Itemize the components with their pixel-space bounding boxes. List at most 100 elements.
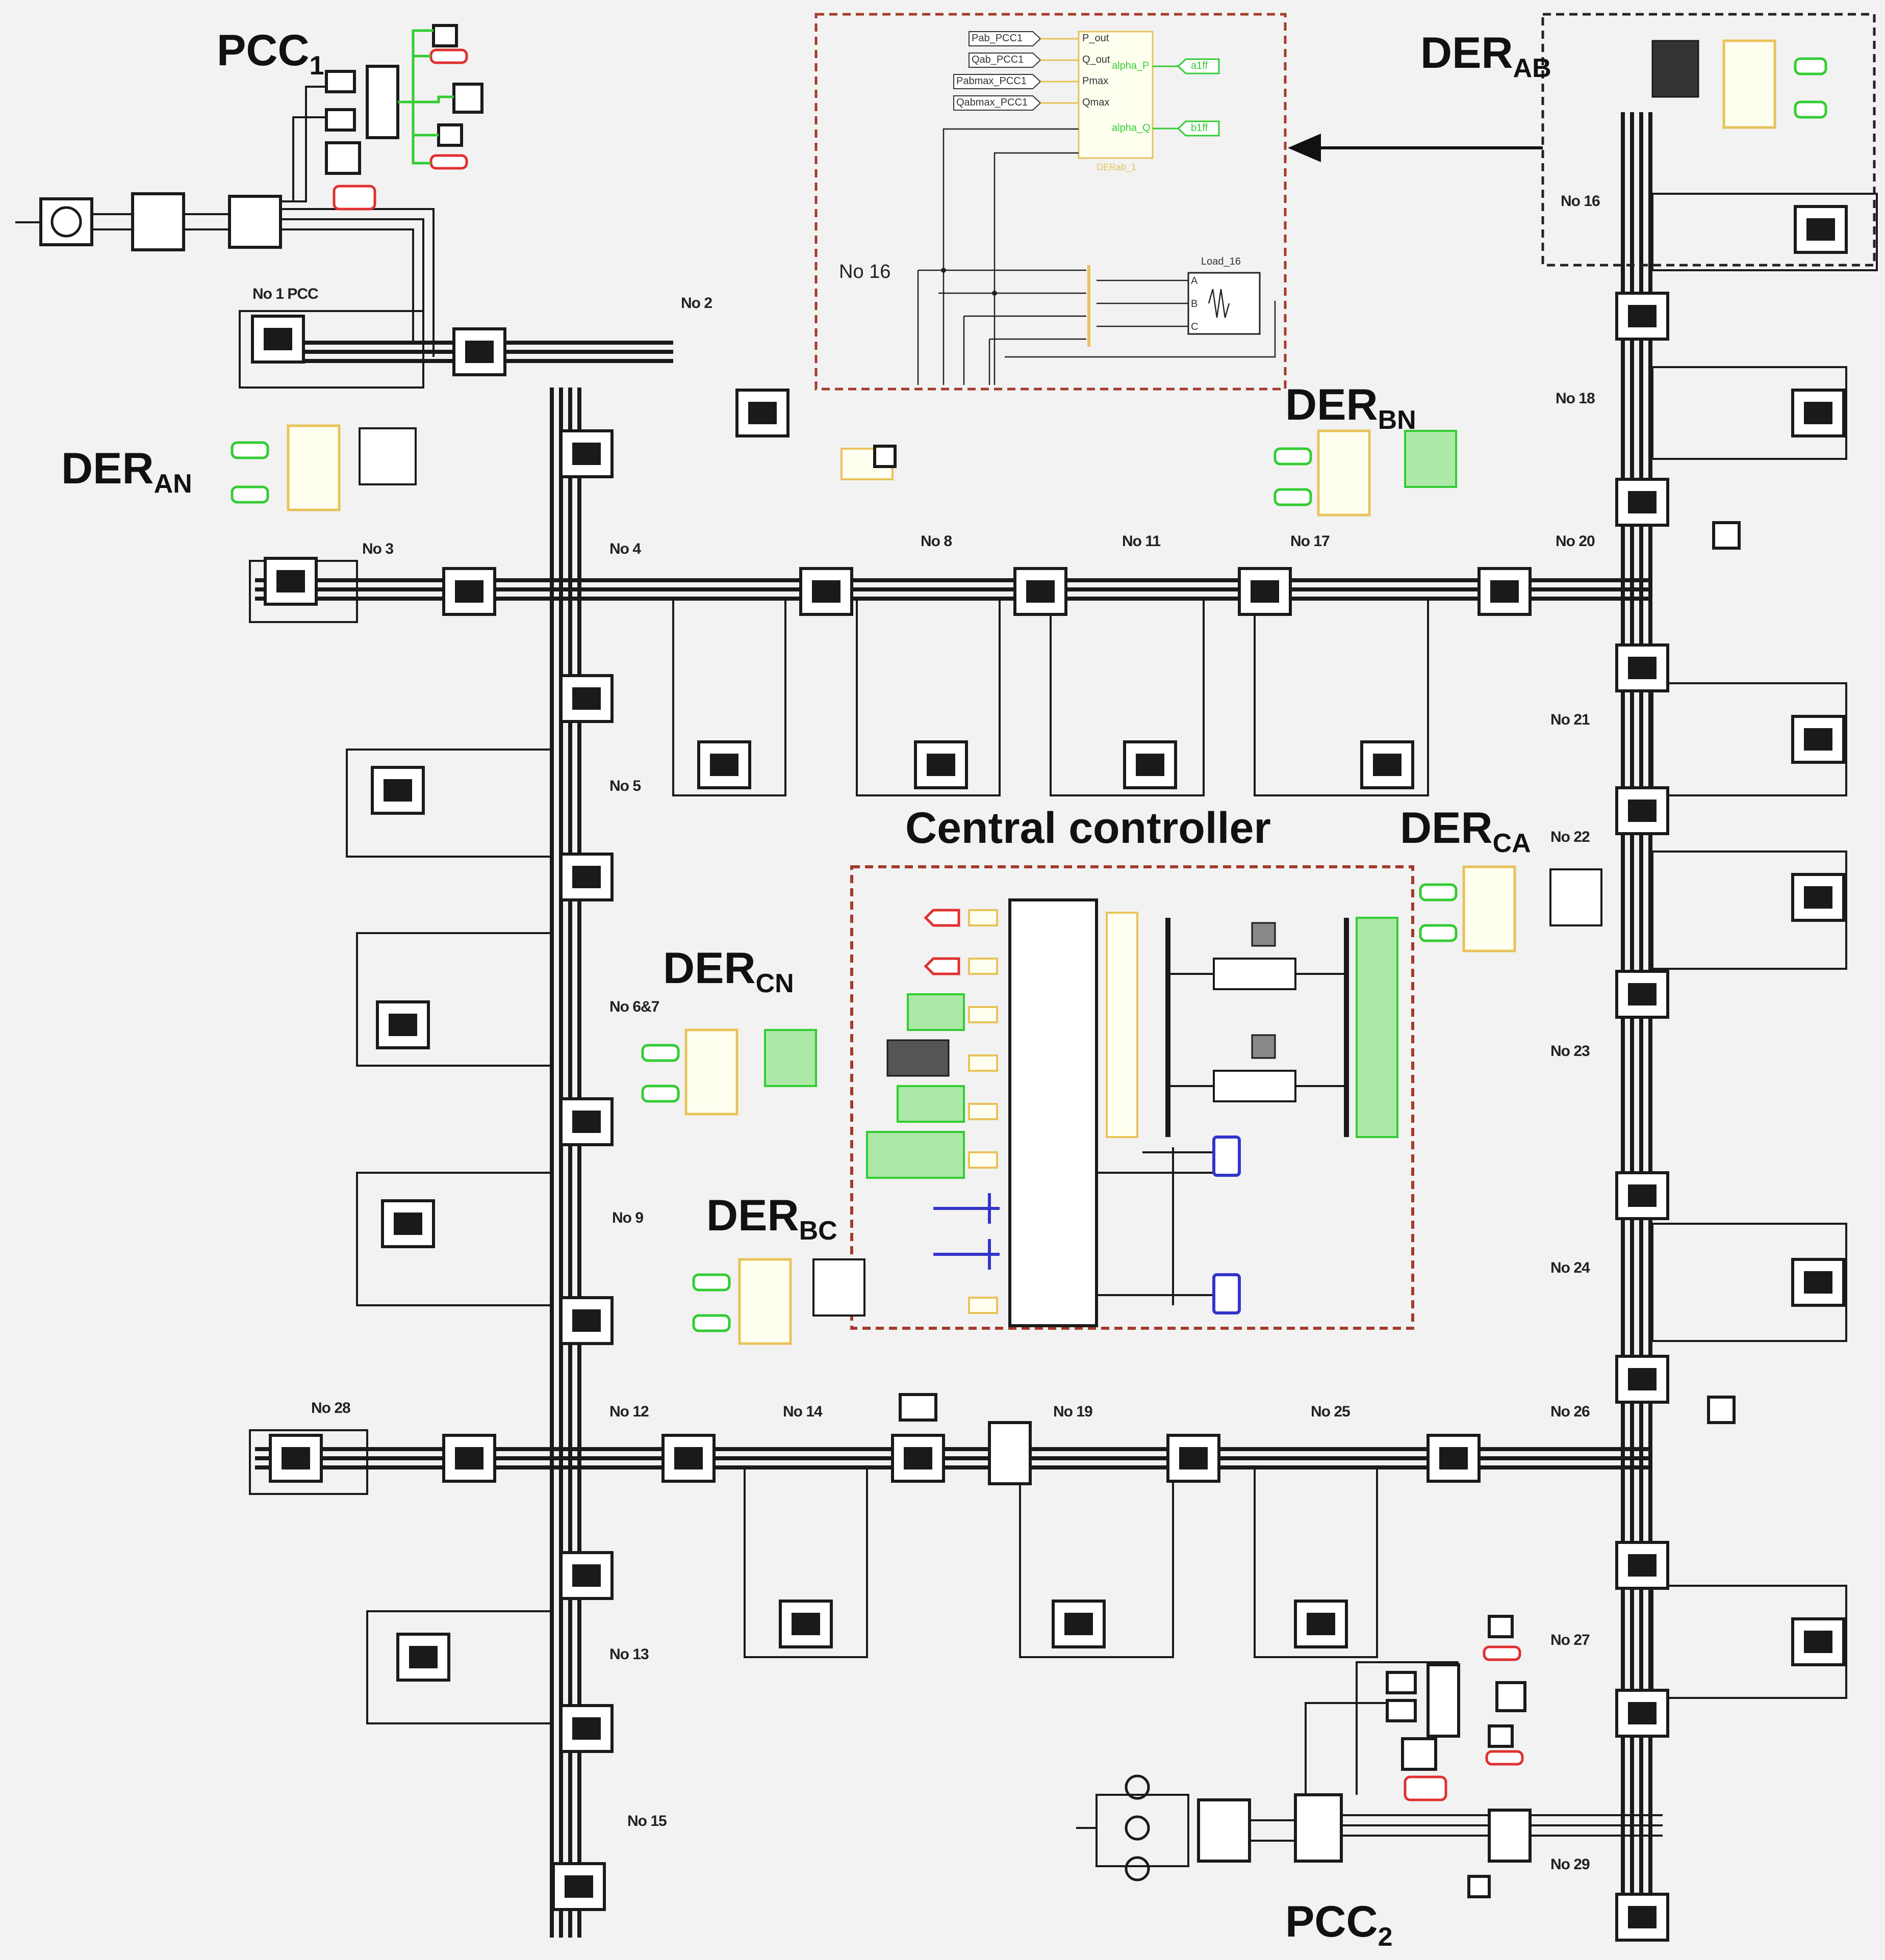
load-block [1791, 715, 1845, 764]
inset-alpha-q: alpha_Q [1112, 122, 1151, 134]
node-label: No 17 [1290, 533, 1330, 550]
inset-load-label: Load_16 [1201, 256, 1241, 267]
node-label: No 29 [1550, 1856, 1590, 1873]
der-bc-label: DERBC [706, 1191, 837, 1246]
zoom-arrow [1288, 134, 1543, 162]
load-block [1238, 567, 1292, 616]
inset-phase-a: A [1191, 275, 1198, 287]
central-controller-boundary [850, 865, 1414, 1330]
load-block [269, 1434, 323, 1483]
node-label: No 4 [609, 540, 641, 557]
node-label: No 15 [627, 1813, 667, 1829]
load-block [559, 1704, 614, 1753]
load-block [1166, 1434, 1220, 1483]
node-label: No 1 PCC [252, 286, 319, 302]
load-block [559, 674, 614, 723]
load-block [251, 315, 305, 364]
node-label: No 24 [1550, 1259, 1590, 1276]
load-block [1052, 1600, 1106, 1648]
load-block [559, 1296, 614, 1345]
load-block [1615, 1893, 1669, 1942]
node-label: No 26 [1550, 1403, 1590, 1420]
node-label: No 25 [1311, 1403, 1351, 1420]
load-block [559, 429, 614, 478]
pcc2-label: PCC2 [1285, 1897, 1393, 1952]
load-block [1615, 1689, 1669, 1738]
load-block [376, 1000, 430, 1049]
der-ab-inset-boundary [814, 13, 1287, 391]
der-an-label: DERAN [61, 444, 192, 499]
pcc1-measurements [325, 24, 483, 211]
load-block [396, 1633, 450, 1682]
inset-input-1: Pab_PCC1 [972, 33, 1023, 44]
inset-input-4: Qabmax_PCC1 [956, 97, 1028, 108]
load-block [552, 1862, 606, 1911]
node-label: No 12 [609, 1403, 649, 1420]
pcc2-measurements [1386, 1615, 1526, 1801]
der-bn-label: DERBN [1285, 380, 1416, 435]
load-block [1791, 873, 1845, 922]
node-label: No 21 [1550, 711, 1590, 728]
load-block [1615, 478, 1669, 527]
middle-bus-drops [672, 599, 1429, 1658]
inset-b1: b1ff [1191, 122, 1208, 134]
node-label: No 6&7 [609, 998, 659, 1015]
load-block [381, 1199, 435, 1248]
inset-port-3: Pmax [1082, 75, 1109, 87]
load-block [1013, 567, 1067, 616]
inset-wiring [917, 31, 1276, 385]
node-label: No 9 [612, 1209, 644, 1226]
node-label: No 19 [1053, 1403, 1093, 1420]
load-block [891, 1434, 945, 1483]
node-label: No 5 [609, 778, 641, 794]
right-branches [1651, 193, 1878, 1699]
load-block [735, 389, 789, 437]
inset-port-4: Qmax [1082, 97, 1110, 108]
inset-input-3: Pabmax_PCC1 [956, 75, 1027, 87]
inset-alpha-p: alpha_P [1112, 60, 1150, 71]
load-block [1615, 1171, 1669, 1220]
node-label: No 18 [1556, 390, 1595, 407]
inset-input-2: Qab_PCC1 [972, 54, 1024, 65]
load-block [559, 1551, 614, 1600]
load-block [661, 1434, 716, 1483]
der-ab-zoom-boundary [1541, 13, 1876, 267]
load-block [1123, 740, 1177, 789]
load-block [264, 557, 318, 606]
load-block [371, 766, 425, 815]
node-label: No 14 [783, 1403, 823, 1420]
pcc1-source [15, 86, 435, 357]
central-controller-label: Central controller [905, 804, 1271, 853]
load-block [1615, 1355, 1669, 1404]
load-block [1791, 389, 1845, 437]
load-block [697, 740, 751, 789]
der-ca-label: DERCA [1400, 804, 1531, 858]
load-block [559, 1097, 614, 1146]
node-label: No 16 [1561, 193, 1600, 210]
node-label: No 13 [609, 1646, 649, 1663]
load-block [779, 1600, 833, 1648]
load-block [442, 567, 496, 616]
der-blocks [231, 39, 1827, 1345]
load-block [442, 1434, 496, 1483]
load-block [1791, 1617, 1845, 1666]
inset-port-1: P_out [1082, 33, 1109, 44]
node-label: No 2 [681, 295, 712, 312]
load-block-group [251, 205, 1848, 1942]
node-label: No 11 [1122, 533, 1161, 550]
load-block [1615, 643, 1669, 692]
inset-a1: a1ff [1191, 60, 1208, 71]
load-block [1615, 970, 1669, 1019]
load-block [452, 327, 506, 376]
load-block [1791, 1258, 1845, 1307]
node-label: No 27 [1550, 1632, 1590, 1648]
node-label: No 23 [1550, 1043, 1590, 1060]
node-label: No 3 [362, 540, 394, 557]
der-cn-label: DERCN [663, 944, 794, 998]
misc-blocks [840, 445, 1741, 1898]
load-block [1294, 1600, 1348, 1648]
load-block [1427, 1434, 1481, 1483]
load-block [1794, 205, 1848, 254]
